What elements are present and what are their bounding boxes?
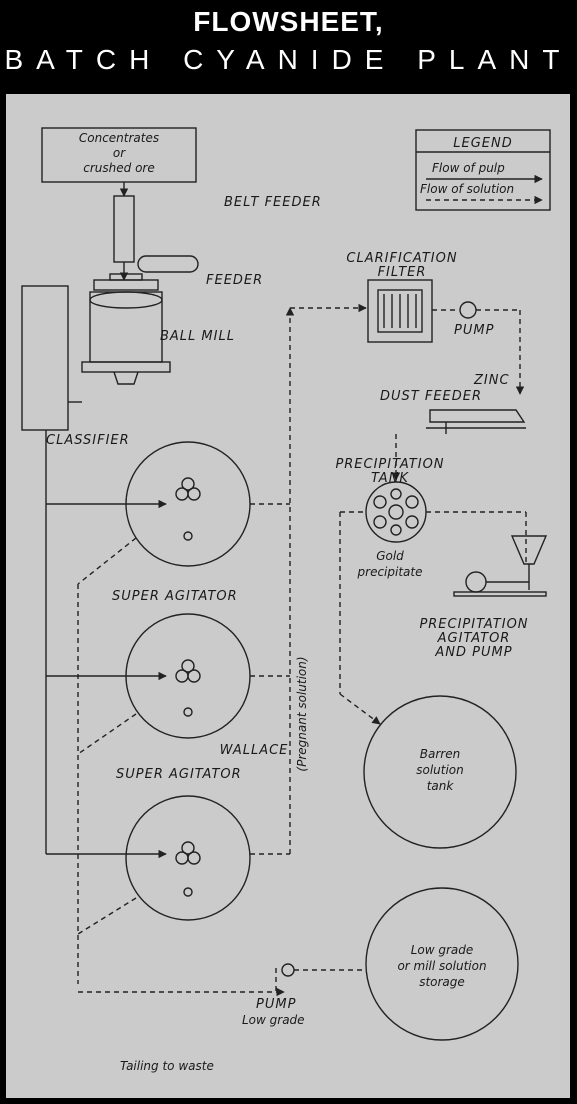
feed-label-2: or <box>113 146 126 160</box>
legend-solution-label: Flow of solution <box>420 182 514 196</box>
zinc-label: ZINC <box>473 373 510 388</box>
precip-agitator-label-3: AND PUMP <box>434 645 512 660</box>
feed-label-1: Concentrates <box>79 131 159 145</box>
page-title: FLOWSHEET, <box>193 6 384 37</box>
pregnant-solution-label: (Pregnant solution) <box>295 656 309 771</box>
rotor-3 <box>175 841 201 897</box>
low-grade-label: Low grade <box>242 1013 305 1027</box>
lowgrade-label-2: or mill solution <box>397 959 486 973</box>
classifier <box>21 285 69 431</box>
precipitation-agitator <box>453 535 548 597</box>
top-pump-label: PUMP <box>454 323 494 338</box>
belt-feeder <box>113 195 135 263</box>
lowgrade-label-3: storage <box>419 975 465 989</box>
top-pump <box>459 301 477 319</box>
zinc-dust-feeder <box>429 409 526 423</box>
super-agitator-label: SUPER AGITATOR <box>112 589 238 604</box>
precip-tank-label-2: TANK <box>371 471 409 486</box>
agitator-3 <box>125 795 251 921</box>
lime-feeder-label: FEEDER <box>206 273 263 288</box>
precip-tank-label-1: PRECIPITATION <box>335 457 444 472</box>
barren-label-3: tank <box>427 779 455 793</box>
rotor-1 <box>175 477 201 541</box>
diagram-sheet: Concentrates or crushed ore LEGEND Flow … <box>6 94 570 1098</box>
belt-feeder-label: BELT FEEDER <box>224 195 322 210</box>
ball-mill <box>81 273 171 385</box>
legend-pulp-label: Flow of pulp <box>432 161 505 175</box>
clarification-filter <box>367 279 433 343</box>
low-grade-storage-tank <box>365 887 519 1041</box>
feed-label-3: crushed ore <box>83 161 154 175</box>
barren-solution-tank <box>363 695 517 849</box>
ball-mill-label: BALL MILL <box>160 329 235 344</box>
super-agitator-2-label: SUPER AGITATOR <box>116 767 242 782</box>
lime-feeder <box>137 255 199 273</box>
lowgrade-label-1: Low grade <box>411 943 474 957</box>
classifier-label: CLASSIFIER <box>46 433 130 448</box>
bottom-pump <box>281 963 295 977</box>
tailing-label: Tailing to waste <box>120 1059 214 1073</box>
rotor-2 <box>175 659 201 717</box>
feed-box <box>41 127 197 183</box>
wallace-label: WALLACE <box>220 743 289 758</box>
barren-label-1: Barren <box>420 747 460 761</box>
dust-feeder-label: DUST FEEDER <box>380 389 482 404</box>
legend-box <box>415 129 551 211</box>
page-subtitle: BATCH CYANIDE PLANT <box>4 44 573 75</box>
gold-label-2: precipitate <box>357 565 423 579</box>
clarification-label-1: CLARIFICATION <box>346 251 457 266</box>
legend-heading: LEGEND <box>453 136 512 151</box>
precip-agitator-label-2: AGITATOR <box>437 631 511 646</box>
bottom-pump-label: PUMP <box>256 997 296 1012</box>
flowsheet-diagram: Concentrates or crushed ore LEGEND Flow … <box>21 127 551 1073</box>
header-banner: FLOWSHEET, BATCH CYANIDE PLANT <box>0 0 577 92</box>
clarification-label-2: FILTER <box>378 265 427 280</box>
precip-agitator-label-1: PRECIPITATION <box>419 617 528 632</box>
precipitation-tank <box>365 481 427 543</box>
gold-label-1: Gold <box>376 549 404 563</box>
barren-label-2: solution <box>416 763 464 777</box>
